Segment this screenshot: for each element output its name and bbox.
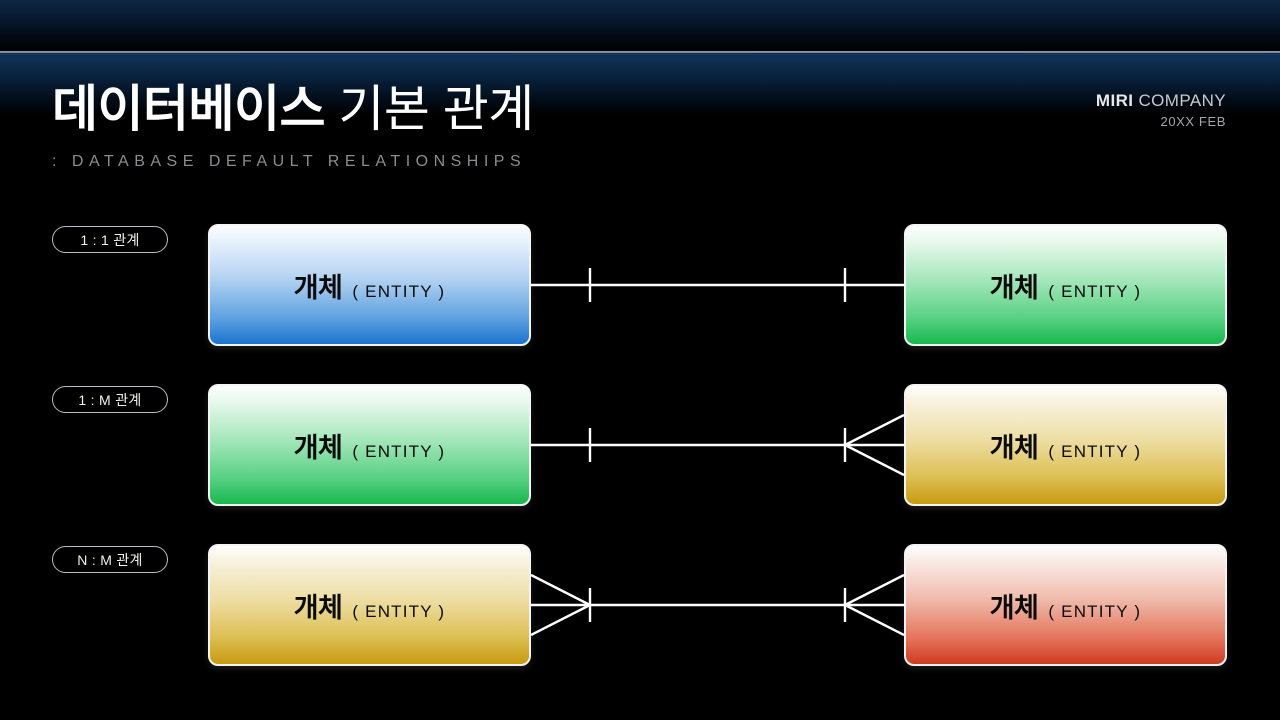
entity-name-ko: 개체 (293, 432, 343, 463)
brand-name-strong: MIRI (1095, 91, 1134, 110)
entity-name-ko: 개체 (293, 272, 343, 303)
crowfoot-lower-right (844, 443, 904, 477)
entity-box-1-right[interactable]: 개체 ( ENTITY ) (904, 224, 1227, 346)
entity-box-1-left[interactable]: 개체 ( ENTITY ) (208, 224, 531, 346)
relationship-label-2: 1 : M 관계 (52, 386, 168, 413)
entity-name-en: ( ENTITY ) (352, 601, 446, 621)
entity-name-en: ( ENTITY ) (1048, 281, 1142, 301)
page-title-bold: 데이터베이스 (52, 81, 326, 137)
entity-box-2-right[interactable]: 개체 ( ENTITY ) (904, 384, 1227, 506)
crowfoot-lower-right (844, 603, 904, 637)
crowfoot-upper-right (844, 573, 904, 607)
entity-label-3-left: 개체 ( ENTITY ) (294, 586, 446, 625)
relationship-row-3: N : M 관계 개체 ( ENTITY ) 개체 ( ENTITY ) (0, 544, 1280, 666)
entity-name-en: ( ENTITY ) (352, 441, 446, 461)
entity-label-2-right: 개체 ( ENTITY ) (990, 426, 1142, 465)
header-block: 데이터베이스 기본 관계 : DATABASE DEFAULT RELATION… (52, 82, 534, 171)
relationship-row-1: 1 : 1 관계 개체 ( ENTITY ) 개체 ( ENTITY ) (0, 224, 1280, 346)
entity-name-en: ( ENTITY ) (352, 281, 446, 301)
brand-date: 20XX FEB (1160, 113, 1226, 129)
entity-name-en: ( ENTITY ) (1048, 601, 1142, 621)
brand-name-rest: COMPANY (1133, 91, 1226, 110)
relationship-connector-3 (531, 544, 904, 666)
relationship-connector-1 (531, 224, 904, 346)
entity-name-ko: 개체 (293, 592, 343, 623)
page-title: 데이터베이스 기본 관계 (52, 82, 534, 137)
page-subtitle: : DATABASE DEFAULT RELATIONSHIPS (52, 153, 527, 170)
entity-label-1-left: 개체 ( ENTITY ) (294, 266, 446, 305)
entity-label-3-right: 개체 ( ENTITY ) (990, 586, 1142, 625)
entity-label-2-left: 개체 ( ENTITY ) (294, 426, 446, 465)
entity-box-3-right[interactable]: 개체 ( ENTITY ) (904, 544, 1227, 666)
relationship-row-2: 1 : M 관계 개체 ( ENTITY ) 개체 ( ENTITY ) (0, 384, 1280, 506)
entity-name-en: ( ENTITY ) (1048, 441, 1142, 461)
entity-name-ko: 개체 (989, 272, 1039, 303)
entity-label-1-right: 개체 ( ENTITY ) (990, 266, 1142, 305)
header-divider-line (0, 51, 1280, 53)
relationship-connector-2 (531, 384, 904, 506)
header-band-top (0, 0, 1280, 51)
relationship-label-3: N : M 관계 (52, 546, 168, 573)
brand-name: MIRI COMPANY (1096, 90, 1226, 113)
entity-box-2-left[interactable]: 개체 ( ENTITY ) (208, 384, 531, 506)
header-band-second (0, 53, 1280, 115)
relationship-label-1: 1 : 1 관계 (52, 226, 168, 253)
crowfoot-upper-right (844, 413, 904, 447)
crowfoot-lower-left (531, 603, 591, 637)
page-title-light: 기본 관계 (325, 81, 534, 137)
entity-name-ko: 개체 (989, 592, 1039, 623)
entity-box-3-left[interactable]: 개체 ( ENTITY ) (208, 544, 531, 666)
crowfoot-upper-left (531, 573, 591, 607)
brand-block: MIRI COMPANY 20XX FEB (1096, 90, 1226, 130)
entity-name-ko: 개체 (989, 432, 1039, 463)
